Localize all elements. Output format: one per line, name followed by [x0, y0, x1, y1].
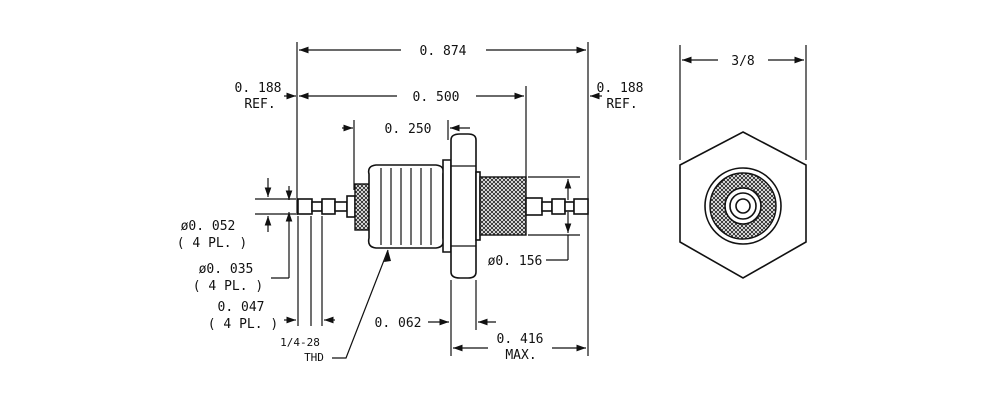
dim-dia-052-qty: ( 4 PL. ) — [177, 236, 247, 251]
dim-max-416-note: MAX. — [505, 348, 536, 363]
hex-nut — [450, 133, 477, 279]
dim-knurl-length: 0. 250 — [385, 122, 432, 137]
dim-overall-length: 0. 874 — [420, 44, 467, 59]
dim-len-047-qty: ( 4 PL. ) — [208, 317, 278, 332]
threaded-body — [367, 164, 445, 249]
dim-body-length: 0. 500 — [413, 90, 460, 105]
end-view: 3/8 — [679, 45, 807, 279]
dim-max-416: 0. 416 — [497, 332, 544, 347]
dim-right-ref-note: REF. — [606, 97, 637, 112]
right-knurl — [479, 176, 527, 236]
dim-flange-062: 0. 062 — [375, 316, 422, 331]
thread-note: THD — [304, 351, 324, 364]
dim-dia-052: ø0. 052 — [181, 219, 236, 234]
dim-len-047: 0. 047 — [218, 300, 265, 315]
dim-dia-156: ø0. 156 — [488, 254, 543, 269]
end-pin — [735, 198, 751, 214]
dim-right-ref-value: 0. 188 — [597, 81, 644, 96]
dim-hex-width: 3/8 — [731, 54, 754, 69]
left-pin-tip — [297, 198, 313, 215]
thread-spec: 1/4-28 — [280, 336, 320, 349]
right-pin-tip — [573, 198, 589, 215]
dim-dia-035-qty: ( 4 PL. ) — [193, 279, 263, 294]
left-knurl — [354, 183, 370, 231]
dim-left-ref-value: 0. 188 — [235, 81, 282, 96]
side-view: 0. 874 0. 500 0. 188 REF. 0. 188 REF. 0.… — [177, 42, 644, 364]
dim-left-ref-note: REF. — [244, 97, 275, 112]
dim-dia-035: ø0. 035 — [199, 262, 254, 277]
